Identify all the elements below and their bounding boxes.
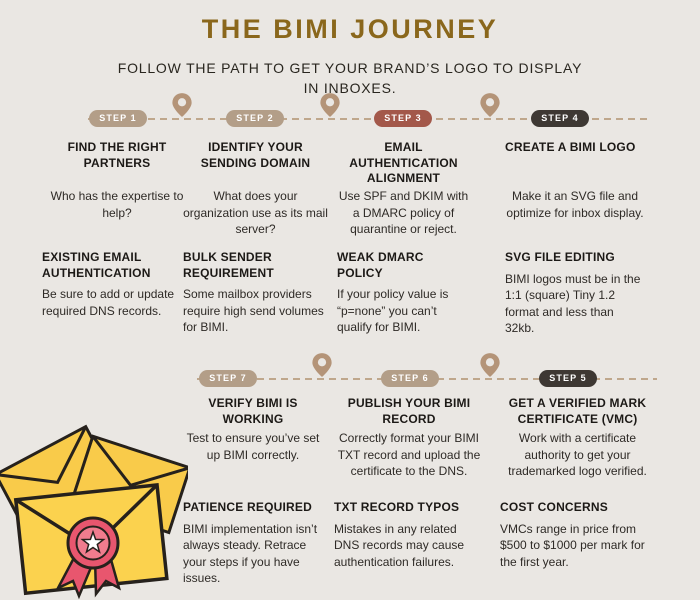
step-5-column: GET A VERIFIED MARK CERTIFICATE (VMC) Wo…: [500, 396, 655, 570]
step-heading: GET A VERIFIED MARK CERTIFICATE (VMC): [508, 396, 647, 426]
page-title: THE BIMI JOURNEY: [201, 14, 499, 44]
step-body: Make it an SVG file and optimize for inb…: [506, 189, 644, 220]
step-5-badge: STEP 5: [539, 370, 597, 387]
step-6-badge: STEP 6: [381, 370, 439, 387]
step-body: Work with a certificate authority to get…: [508, 431, 647, 479]
step-body: What does your organization use as its m…: [183, 189, 328, 237]
step-body: Who has the expertise to help?: [50, 189, 184, 220]
step-heading: CREATE A BIMI LOGO: [505, 140, 636, 154]
page-subtitle: FOLLOW THE PATH TO GET YOUR BRAND’S LOGO…: [117, 60, 583, 97]
location-pin-icon: [311, 352, 333, 383]
step-body: Test to ensure you’ve set up BIMI correc…: [186, 431, 320, 462]
step-challenge-body: Some mailbox providers require high send…: [183, 287, 324, 335]
step-challenge-heading: EXISTING EMAIL AUTHENTICATION: [42, 250, 151, 280]
location-pin-icon: [319, 92, 341, 123]
step-2-column: IDENTIFY YOUR SENDING DOMAIN What does y…: [183, 140, 328, 336]
step-6-column: PUBLISH YOUR BIMI RECORD Correctly forma…: [334, 396, 484, 570]
step-3-column: EMAIL AUTHENTICATION ALIGNMENT Use SPF a…: [337, 140, 470, 336]
step-heading: PUBLISH YOUR BIMI RECORD: [347, 396, 471, 426]
route-line-top: [88, 118, 648, 120]
step-1-column: FIND THE RIGHT PARTNERS Who has the expe…: [42, 140, 192, 319]
step-heading: EMAIL AUTHENTICATION ALIGNMENT: [349, 140, 458, 186]
step-heading: IDENTIFY YOUR SENDING DOMAIN: [200, 140, 311, 170]
step-heading: VERIFY BIMI IS WORKING: [208, 396, 298, 426]
step-challenge-body: VMCs range in price from $500 to $1000 p…: [500, 521, 645, 569]
step-challenge-body: Mistakes in any related DNS records may …: [334, 521, 465, 569]
step-challenge-heading: TXT RECORD TYPOS: [334, 500, 460, 514]
step-challenge-heading: PATIENCE REQUIRED: [183, 500, 312, 514]
envelopes-illustration: [0, 416, 192, 600]
step-4-column: CREATE A BIMI LOGO Make it an SVG file a…: [505, 140, 645, 337]
step-1-badge: STEP 1: [89, 110, 147, 127]
step-7-badge: STEP 7: [199, 370, 257, 387]
step-challenge-body: BIMI logos must be in the 1:1 (square) T…: [505, 271, 641, 336]
step-heading: FIND THE RIGHT PARTNERS: [67, 140, 167, 170]
step-challenge-body: BIMI implementation isn’t always steady.…: [183, 521, 318, 586]
step-body: Correctly format your BIMI TXT record an…: [337, 431, 481, 479]
step-challenge-heading: WEAK DMARC POLICY: [337, 250, 424, 280]
step-challenge-body: Be sure to add or update required DNS re…: [42, 287, 175, 318]
location-pin-icon: [479, 92, 501, 123]
step-challenge-heading: BULK SENDER REQUIREMENT: [183, 250, 274, 280]
step-4-badge: STEP 4: [531, 110, 589, 127]
location-pin-icon: [171, 92, 193, 123]
step-2-badge: STEP 2: [226, 110, 284, 127]
step-challenge-body: If your policy value is “p=none” you can…: [337, 287, 449, 335]
step-challenge-heading: COST CONCERNS: [500, 500, 608, 514]
step-challenge-heading: SVG FILE EDITING: [505, 250, 615, 264]
star-icon: [80, 529, 106, 554]
step-3-badge: STEP 3: [374, 110, 432, 127]
location-pin-icon: [479, 352, 501, 383]
step-body: Use SPF and DKIM with a DMARC policy of …: [338, 189, 469, 237]
step-7-column: VERIFY BIMI IS WORKING Test to ensure yo…: [183, 396, 323, 587]
